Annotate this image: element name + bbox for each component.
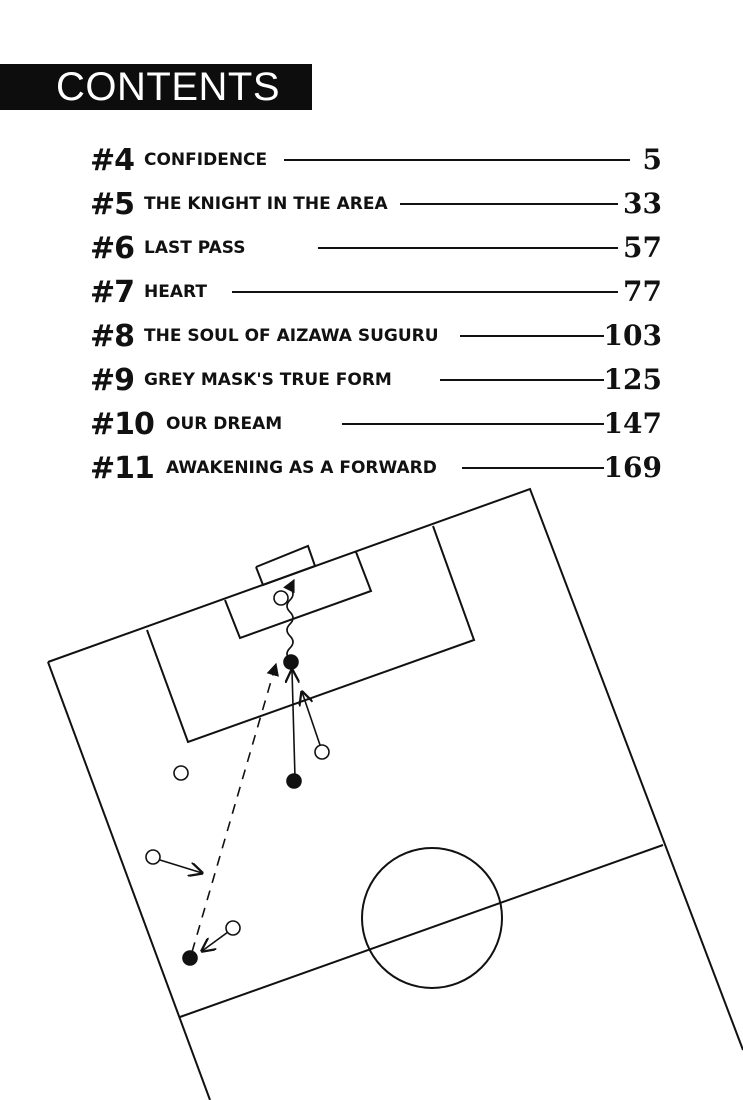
toc-row-9[interactable]: #9 GREY MASK'S TRUE FORM 125 — [90, 360, 662, 404]
dribble-path — [283, 578, 295, 661]
page-number: 103 — [603, 319, 662, 352]
toc-row-7[interactable]: #7 HEART 77 — [90, 272, 662, 316]
pitch-left-touchline — [47, 661, 211, 1100]
page-number: 33 — [623, 187, 662, 220]
halfway-line — [179, 844, 664, 1018]
leader-line — [462, 467, 604, 469]
chapter-number: #4 — [90, 143, 135, 178]
penalty-area — [146, 525, 476, 744]
player-opponent — [173, 765, 189, 781]
chapter-number: #7 — [90, 275, 135, 310]
header-bar — [0, 64, 312, 110]
chapter-number: #9 — [90, 363, 135, 398]
leader-line — [440, 379, 604, 381]
chapter-title: CONFIDENCE — [144, 150, 268, 170]
player-opponent — [273, 590, 289, 606]
toc-row-8[interactable]: #8 THE SOUL OF AIZAWA SUGURU 103 — [90, 316, 662, 360]
toc-row-10[interactable]: #10 OUR DREAM 147 — [90, 404, 662, 448]
page-title: CONTENTS — [56, 65, 280, 109]
toc-row-5[interactable]: #5 THE KNIGHT IN THE AREA 33 — [90, 184, 662, 228]
leader-line — [460, 335, 604, 337]
goal-area — [224, 551, 373, 640]
chapter-number: #8 — [90, 319, 135, 354]
player-teammate — [182, 950, 198, 966]
chapter-number: #6 — [90, 231, 135, 266]
pass-arrow — [191, 662, 279, 953]
run-arrow — [202, 931, 229, 951]
page-number: 57 — [623, 231, 662, 264]
toc-row-11[interactable]: #11 AWAKENING AS A FORWARD 169 — [90, 448, 662, 492]
chapter-number: #11 — [90, 451, 155, 486]
run-arrow — [292, 670, 295, 779]
player-opponent — [314, 744, 330, 760]
leader-line — [318, 247, 618, 249]
chapter-title: THE KNIGHT IN THE AREA — [144, 194, 388, 214]
goal — [255, 544, 317, 587]
page-number: 125 — [603, 363, 662, 396]
page-number: 147 — [603, 407, 662, 440]
leader-line — [400, 203, 618, 205]
page-number: 5 — [642, 143, 662, 176]
run-arrow — [159, 859, 202, 873]
page-number: 77 — [623, 275, 662, 308]
player-teammate — [283, 654, 299, 670]
run-arrow — [302, 692, 321, 746]
leader-line — [232, 291, 618, 293]
center-circle — [361, 847, 503, 989]
toc-row-4[interactable]: #4 CONFIDENCE 5 — [90, 140, 662, 184]
player-opponent — [145, 849, 161, 865]
chapter-number: #10 — [90, 407, 155, 442]
table-of-contents: #4 CONFIDENCE 5 #5 THE KNIGHT IN THE ARE… — [90, 140, 662, 492]
leader-line — [284, 159, 630, 161]
page-number: 169 — [603, 451, 662, 484]
player-opponent — [225, 920, 241, 936]
toc-row-6[interactable]: #6 LAST PASS 57 — [90, 228, 662, 272]
pitch-boundary — [47, 487, 743, 1051]
player-teammate — [286, 773, 302, 789]
chapter-title: AWAKENING AS A FORWARD — [166, 458, 437, 478]
chapter-title: GREY MASK'S TRUE FORM — [144, 370, 392, 390]
chapter-title: THE SOUL OF AIZAWA SUGURU — [144, 326, 439, 346]
chapter-title: LAST PASS — [144, 238, 246, 258]
chapter-title: OUR DREAM — [166, 414, 283, 434]
chapter-number: #5 — [90, 187, 135, 222]
chapter-title: HEART — [144, 282, 207, 302]
leader-line — [342, 423, 604, 425]
